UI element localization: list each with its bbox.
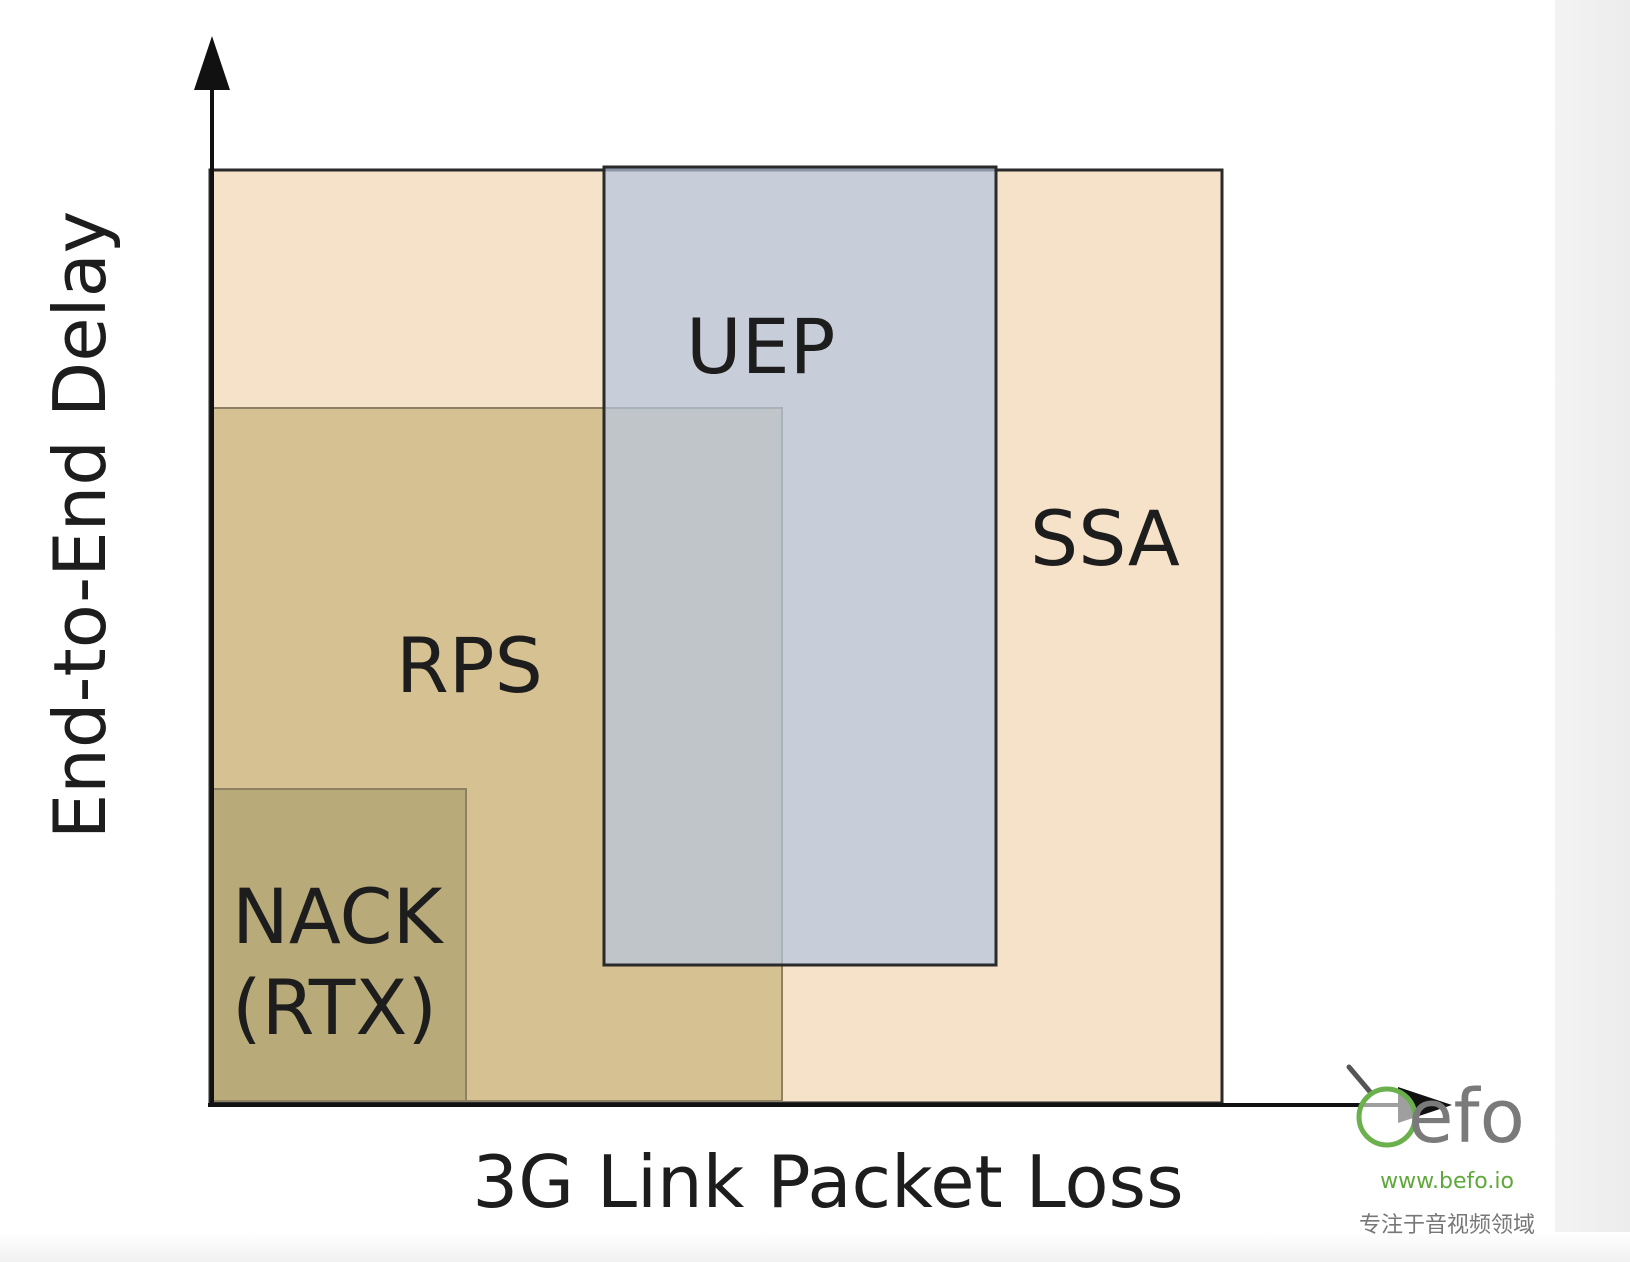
ssa-label: SSA [1030, 494, 1180, 583]
uep-label: UEP [686, 302, 835, 391]
befo-logo: efo www.befo.io 专注于音视频领域 [1346, 1064, 1535, 1238]
logo-tagline: 专注于音视频领域 [1359, 1213, 1535, 1238]
nack-label-line2: (RTX) [232, 963, 437, 1052]
y-axis-label: End-to-End Delay [38, 211, 122, 840]
bottom-edge-strip [0, 1232, 1630, 1262]
right-edge-strip [1555, 0, 1630, 1262]
x-axis-label: 3G Link Packet Loss [472, 1140, 1183, 1224]
logo-magnifier-handle [1346, 1064, 1374, 1096]
logo-magnifier-icon [1356, 1086, 1418, 1148]
y-axis-arrowhead [194, 36, 230, 90]
nack-region [211, 788, 467, 1102]
logo-url: www.befo.io [1380, 1169, 1514, 1194]
logo-wordmark: efo [1408, 1074, 1525, 1160]
nack-label-line1: NACK [232, 872, 445, 961]
rps-label: RPS [396, 621, 543, 710]
uep-region [602, 165, 998, 967]
